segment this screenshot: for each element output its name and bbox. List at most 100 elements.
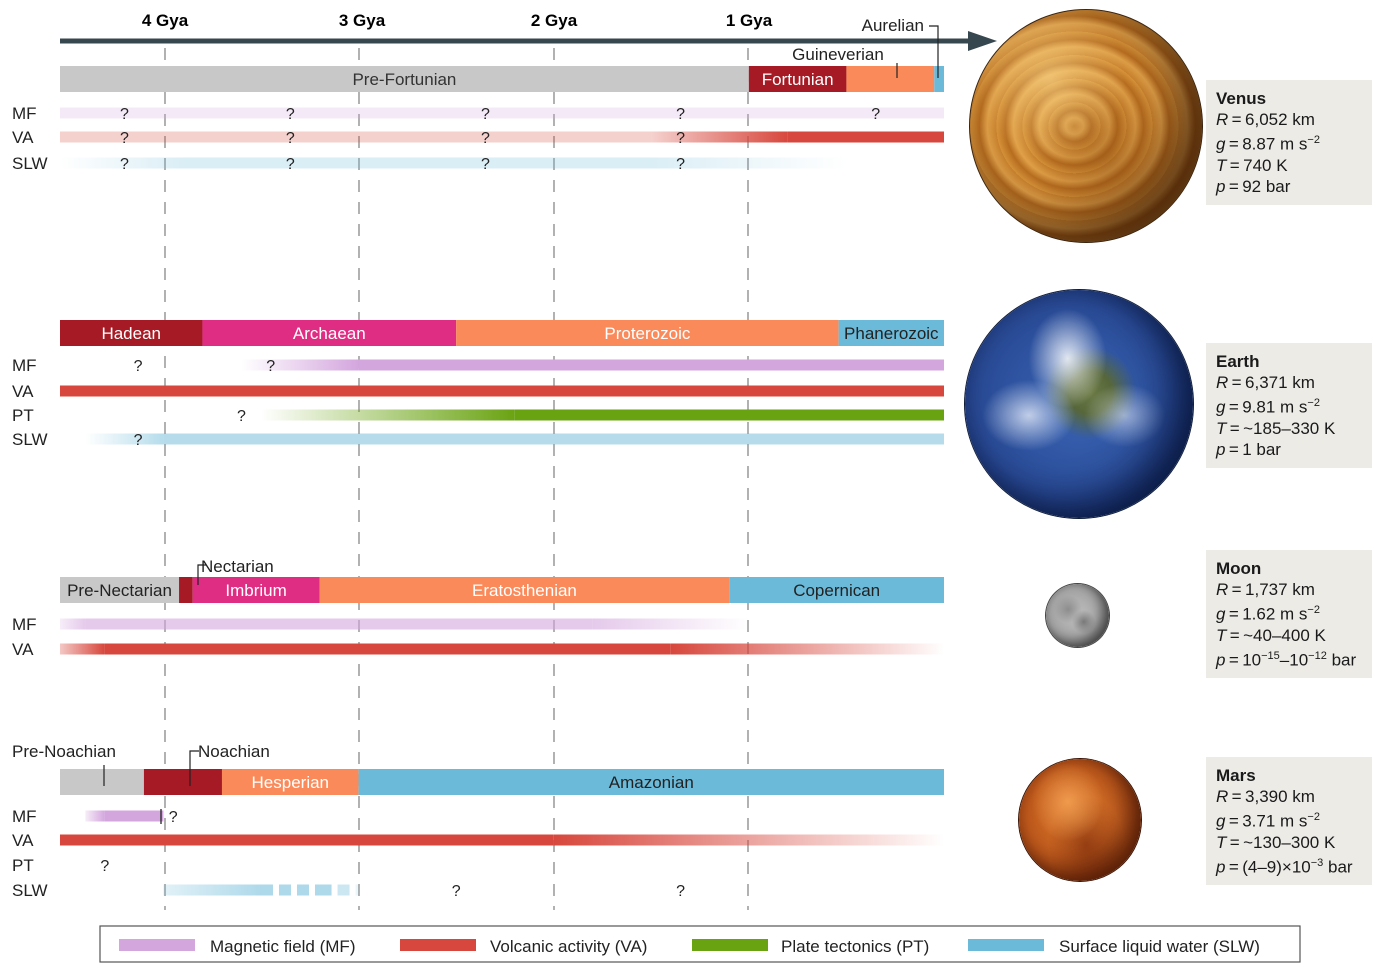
mars-slw-dash xyxy=(260,884,273,896)
mars-slw-dash xyxy=(278,884,291,896)
moon-mf-bar-2 xyxy=(592,618,749,630)
venus-va-question-mark-1: ? xyxy=(286,130,295,147)
legend-swatch-slw xyxy=(968,939,1044,951)
gravity-exponent: −2 xyxy=(1307,134,1320,146)
moon-row-label-mf: MF xyxy=(12,615,37,634)
mars-va-bar-1 xyxy=(553,834,944,846)
venus-era-bar-2 xyxy=(846,66,935,92)
earth-slw-bar-0 xyxy=(85,433,164,445)
tick-4gya: 4 Gya xyxy=(142,11,189,30)
earth-era-bar-1 xyxy=(202,320,457,346)
venus-era-bar-3 xyxy=(934,66,944,92)
gravity-value: 3.71 m s xyxy=(1242,811,1308,831)
venus-slw-question-mark-3: ? xyxy=(676,156,685,173)
pressure-line: p = 92 bar xyxy=(1216,176,1291,196)
venus-era-bar-1 xyxy=(748,66,847,92)
moon-mf-bar-0 xyxy=(60,618,86,630)
mars-era-label-2: Hesperian xyxy=(252,773,330,792)
earth-mf-question-mark-0: ? xyxy=(134,358,143,375)
temperature-line: T = 740 K xyxy=(1216,155,1288,175)
temperature-value: ~40–400 K xyxy=(1243,625,1326,645)
radius-line: R = 1,737 km xyxy=(1216,580,1315,599)
pressure-base-2: –10 xyxy=(1279,650,1309,670)
earth-pt-bar-0 xyxy=(260,409,515,421)
legend-swatch-va xyxy=(400,939,476,951)
venus-mf-bar-0 xyxy=(60,107,944,119)
venus-mf-question-mark-1: ? xyxy=(286,106,295,123)
radius-line: R = 6,371 km xyxy=(1216,373,1315,392)
legend-swatch-pt xyxy=(692,939,768,951)
earth-era-label-3: Phanerozoic xyxy=(844,324,939,343)
mars-slw-dash xyxy=(296,884,309,896)
mars-slw-dash xyxy=(355,884,359,896)
pressure-unit: bar xyxy=(1326,650,1357,670)
temperature-value: 740 K xyxy=(1243,155,1288,175)
moon-era-bar-1 xyxy=(179,577,193,603)
moon-era-bar-4 xyxy=(729,577,944,603)
radius-value: 1,737 km xyxy=(1245,580,1315,599)
mars-slw-dash xyxy=(314,884,320,896)
moon-era-label-4: Copernican xyxy=(793,581,880,600)
mars-slw-question-mark-0: ? xyxy=(452,883,461,900)
mars-era-bar-1 xyxy=(143,769,222,795)
venus-info-box: Venus R = 6,052 km g = 8.87 m s−2 T = 74… xyxy=(1206,80,1372,205)
pressure-exponent-2: −12 xyxy=(1308,649,1327,662)
callout-noachian: Noachian xyxy=(198,742,270,761)
earth-mf-bar-1 xyxy=(358,359,944,371)
mars-slw-dash xyxy=(337,884,350,896)
venus-mf-question-mark-4: ? xyxy=(871,106,880,123)
mars-mf-bar-1 xyxy=(104,810,164,822)
venus-va-bar-0 xyxy=(60,131,652,143)
callout-guineverian: Guineverian xyxy=(792,45,884,64)
radius-line: R = 3,390 km xyxy=(1216,787,1315,806)
earth-mf-bar-0 xyxy=(241,359,359,371)
venus-slw-question-mark-0: ? xyxy=(120,156,129,173)
venus-row-label-slw: SLW xyxy=(12,154,48,173)
venus-slw-bar-2 xyxy=(651,157,847,169)
earth-row-label-va: VA xyxy=(12,382,34,401)
mars-info-box: Mars R = 3,390 km g = 3.71 m s−2 T = ~13… xyxy=(1206,757,1372,886)
callout-pre-noachian: Pre-Noachian xyxy=(12,742,116,761)
temperature-line: T = ~185–330 K xyxy=(1216,418,1336,438)
planet-name: Mars xyxy=(1216,766,1256,785)
temperature-line: T = ~40–400 K xyxy=(1216,625,1326,645)
temperature-value: ~130–300 K xyxy=(1243,832,1336,852)
legend: Magnetic field (MF) Volcanic activity (V… xyxy=(99,925,1301,963)
mars-row-label-slw: SLW xyxy=(12,881,48,900)
callouts: Guineverian Aurelian Nectarian Pre-Noach… xyxy=(12,16,939,786)
callout-aurelian-leader xyxy=(929,25,939,78)
venus-slw-bar-0 xyxy=(60,157,183,169)
gravity-exponent: −2 xyxy=(1307,397,1320,409)
moon-era-label-0: Pre-Nectarian xyxy=(67,581,172,600)
mars-era-bar-0 xyxy=(60,769,144,795)
radius-value: 6,052 km xyxy=(1245,110,1315,129)
moon-va-bar-1 xyxy=(104,643,671,655)
moon-globe-image xyxy=(1046,584,1109,647)
gravity-value: 1.62 m s xyxy=(1242,604,1308,624)
mars-row-label-va: VA xyxy=(12,831,34,850)
earth-era-bar-0 xyxy=(60,320,203,346)
mars-slw-dash xyxy=(319,884,332,896)
pressure-base: (4–9)×10 xyxy=(1242,857,1311,877)
mars-row-label-pt: PT xyxy=(12,856,34,875)
mars-era-bar-2 xyxy=(221,769,359,795)
moon-va-bar-2 xyxy=(670,643,944,655)
pressure-unit: bar xyxy=(1323,857,1353,877)
venus-era-bar-0 xyxy=(60,66,749,92)
pressure-base-1: 10 xyxy=(1242,650,1262,670)
gravity-exponent: −2 xyxy=(1307,604,1320,616)
venus-mf-question-mark-3: ? xyxy=(676,106,685,123)
venus-va-bar-1 xyxy=(651,131,788,143)
callout-nectarian: Nectarian xyxy=(201,557,274,576)
earth-pt-bar-1 xyxy=(514,409,944,421)
callout-nectarian-leader xyxy=(197,564,206,585)
radius-value: 6,371 km xyxy=(1245,373,1315,392)
moon-row-label-va: VA xyxy=(12,640,34,659)
tick-3gya: 3 Gya xyxy=(339,11,386,30)
earth-era-label-0: Hadean xyxy=(101,324,161,343)
earth-row-label-pt: PT xyxy=(12,406,34,425)
